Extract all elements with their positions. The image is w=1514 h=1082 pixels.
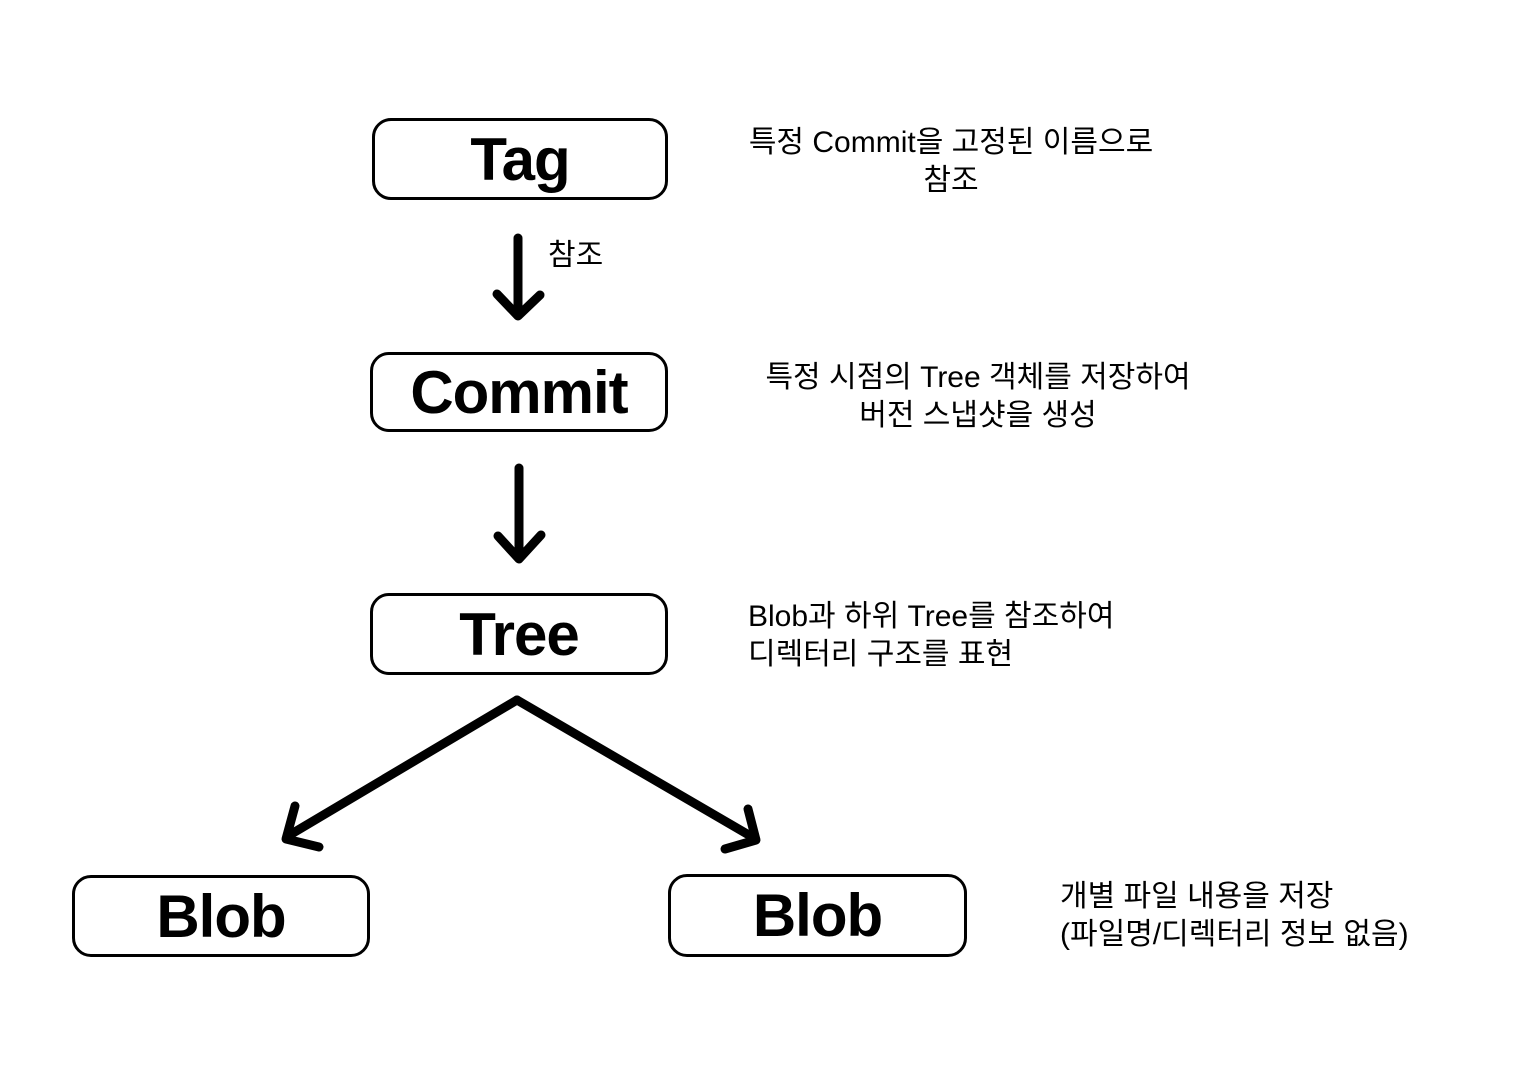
annotation-blob-line1: 개별 파일 내용을 저장 — [1060, 880, 1334, 913]
annotation-tree-line2: 디렉터리 구조를 표현 — [748, 638, 1014, 671]
annotation-commit-line2: 버전 스냅샷을 생성 — [859, 399, 1097, 432]
arrow-tree-to-blob-left — [281, 695, 522, 852]
node-commit: Commit — [370, 352, 668, 432]
annotation-tag-line1: 특정 Commit을 고정된 이름으로 — [748, 126, 1154, 159]
annotation-blob: 개별 파일 내용을 저장 (파일명/디렉터리 정보 없음) — [1060, 878, 1409, 954]
arrow-tag-to-commit — [492, 233, 545, 321]
annotation-tag: 특정 Commit을 고정된 이름으로 참조 — [725, 124, 1177, 200]
annotation-tree: Blob과 하위 Tree를 참조하여 디렉터리 구조를 표현 — [748, 598, 1114, 674]
annotation-commit: 특정 시점의 Tree 객체를 저장하여 버전 스냅샷을 생성 — [747, 359, 1209, 435]
annotation-tag-line2: 참조 — [923, 164, 979, 197]
node-tree: Tree — [370, 593, 668, 675]
annotation-tree-line1: Blob과 하위 Tree를 참조하여 — [748, 600, 1115, 633]
annotation-blob-line2: (파일명/디렉터리 정보 없음) — [1060, 918, 1409, 951]
arrow-tree-to-blob-right — [512, 695, 761, 854]
edge-label-reference: 참조 — [548, 239, 604, 272]
node-commit-label: Commit — [410, 358, 628, 426]
node-blob-right-label: Blob — [752, 882, 883, 949]
arrow-commit-to-tree — [493, 463, 546, 564]
node-tree-label: Tree — [459, 600, 579, 668]
node-tag: Tag — [372, 118, 668, 200]
node-blob-left: Blob — [72, 875, 370, 957]
node-blob-left-label: Blob — [156, 882, 286, 950]
node-blob-right: Blob — [668, 874, 967, 957]
node-tag-label: Tag — [470, 125, 570, 193]
annotation-commit-line1: 특정 시점의 Tree 객체를 저장하여 — [765, 361, 1191, 394]
